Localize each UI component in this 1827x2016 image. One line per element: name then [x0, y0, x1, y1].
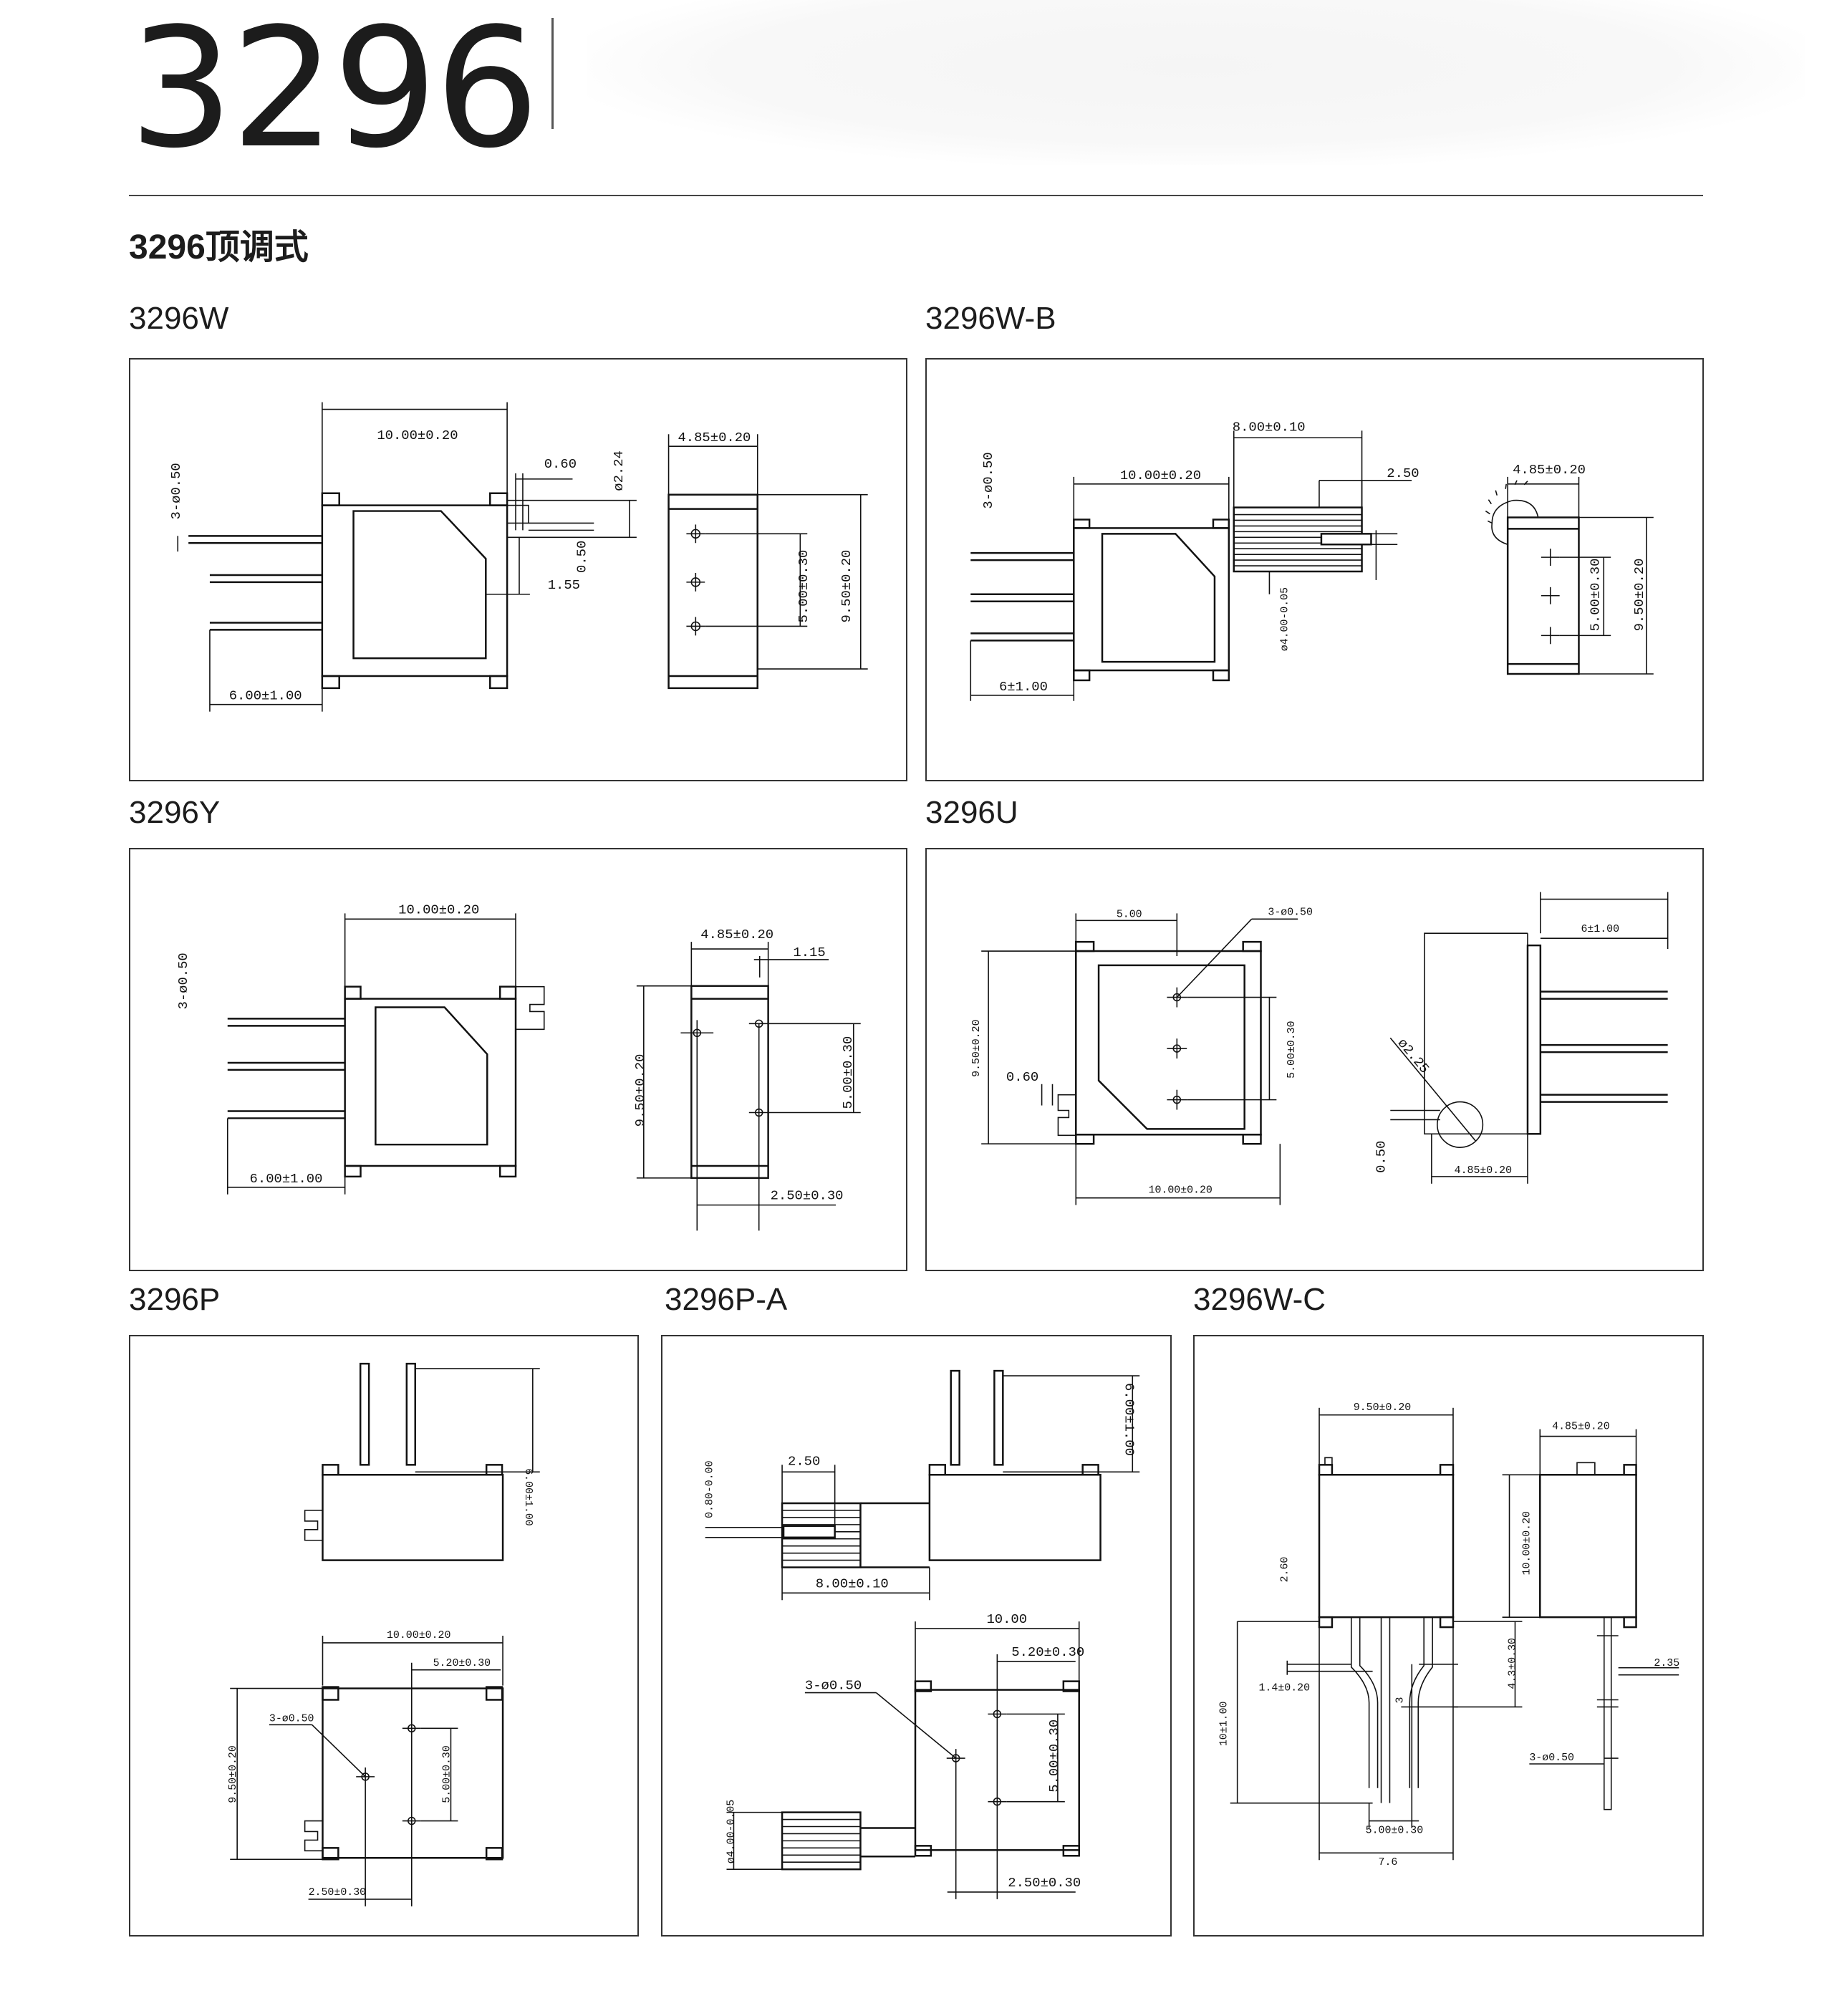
- background-smudge: [587, 0, 1805, 165]
- dim-wb-9: 9.50±0.20: [1631, 559, 1647, 632]
- drawing-3296u: 5.00 3-ø0.50 9.50±0.20 0.60 5.00±0.30 10…: [971, 892, 1669, 1205]
- dim-wb-7: 4.85±0.20: [1513, 462, 1586, 478]
- dim-p-5: 9.50±0.20: [228, 1745, 239, 1803]
- dim-u-9: 0.50: [1373, 1141, 1389, 1173]
- dim-wb-4: 3-ø0.50: [980, 452, 996, 508]
- label-3296y: 3296Y: [129, 795, 221, 830]
- dim-pa-1: 6.00±1.00: [1121, 1383, 1137, 1456]
- dim-pa-3: 0.80-0.00: [705, 1460, 716, 1518]
- dim-w-4: 3-ø0.50: [168, 463, 184, 519]
- dim-wc-3: 10.00±0.20: [1521, 1511, 1533, 1576]
- dim-u-4: 0.60: [1006, 1069, 1038, 1085]
- dim-w-8: 4.85±0.20: [678, 430, 751, 445]
- label-3296p: 3296P: [129, 1282, 221, 1317]
- dim-pa-9: ø4.00-0.05: [726, 1800, 737, 1863]
- panel-3296w: 10.00±0.20 0.60 ø2.24 3-ø0.50 0.50 1.55 …: [129, 358, 907, 781]
- panel-3296p-a: 6.00±1.00 2.50 0.80-0.00 8.00±0.10 10.00…: [661, 1335, 1172, 1937]
- dim-u-2: 3-ø0.50: [1268, 907, 1313, 918]
- dim-w-3: ø2.24: [611, 450, 627, 491]
- dim-w-9: 5.00±0.30: [796, 550, 811, 623]
- dim-wc-5: 1.4±0.20: [1258, 1683, 1310, 1694]
- dim-wc-11: 5.00±0.30: [1366, 1825, 1424, 1836]
- dim-pa-4: 8.00±0.10: [816, 1576, 889, 1591]
- dim-w-6: 1.55: [548, 577, 580, 593]
- panel-3296w-c: 9.50±0.20 4.85±0.20 10.00±0.20 2.60 1.4±…: [1193, 1335, 1704, 1937]
- dim-p-1: 6.00±1.00: [522, 1468, 534, 1526]
- dim-wc-12: 7.6: [1379, 1857, 1398, 1868]
- section-title: 3296顶调式: [129, 228, 309, 266]
- panel-3296u: 5.00 3-ø0.50 9.50±0.20 0.60 5.00±0.30 10…: [925, 848, 1704, 1271]
- dim-wb-5: ø4.00-0.05: [1279, 587, 1291, 651]
- dim-u-10: 4.85±0.20: [1455, 1165, 1512, 1177]
- dim-w-2: 0.60: [544, 456, 577, 472]
- dim-w-1: 10.00±0.20: [377, 428, 458, 443]
- dim-wc-9: 3: [1394, 1697, 1406, 1704]
- dim-y-7: 5.00±0.30: [840, 1036, 856, 1109]
- dim-u-7: 6±1.00: [1581, 924, 1619, 935]
- panel-3296p: 6.00±1.00 10.00±0.20 5.20±0.30 3-ø0.50 9…: [129, 1335, 639, 1937]
- dim-pa-10: 2.50±0.30: [1008, 1875, 1081, 1891]
- dim-wb-6: 6±1.00: [999, 679, 1048, 695]
- dim-y-5: 1.15: [793, 945, 825, 960]
- dim-w-10: 9.50±0.20: [839, 550, 854, 623]
- dim-wb-1: 8.00±0.10: [1233, 419, 1306, 435]
- dim-wc-7: 2.35: [1654, 1658, 1679, 1669]
- header-rule: [129, 195, 1703, 196]
- dim-wc-2: 4.85±0.20: [1552, 1422, 1610, 1433]
- dim-y-4: 4.85±0.20: [700, 927, 773, 942]
- panel-3296w-b: 8.00±0.10 10.00±0.20 2.50 3-ø0.50 ø4.00-…: [925, 358, 1704, 781]
- dim-pa-8: 5.00±0.30: [1046, 1720, 1062, 1793]
- page-title: 3296: [129, 0, 539, 185]
- drawing-3296w-c: 9.50±0.20 4.85±0.20 10.00±0.20 2.60 1.4±…: [1219, 1402, 1679, 1868]
- label-3296w-c: 3296W-C: [1193, 1282, 1326, 1317]
- label-3296w: 3296W: [129, 301, 229, 336]
- dim-y-2: 3-ø0.50: [175, 952, 191, 1009]
- title-divider: [551, 18, 554, 129]
- dim-y-8: 2.50±0.30: [771, 1188, 844, 1204]
- label-3296u: 3296U: [925, 795, 1018, 830]
- dim-u-8: ø2.25: [1394, 1036, 1432, 1076]
- dim-p-6: 5.00±0.30: [441, 1745, 453, 1803]
- dim-wb-3: 2.50: [1387, 466, 1419, 481]
- dim-p-4: 3-ø0.50: [269, 1713, 314, 1725]
- dim-p-3: 5.20±0.30: [433, 1658, 491, 1669]
- dim-u-3: 9.50±0.20: [971, 1019, 983, 1076]
- drawing-3296p-a: 6.00±1.00 2.50 0.80-0.00 8.00±0.10 10.00…: [705, 1369, 1140, 1899]
- dim-wc-1: 9.50±0.20: [1354, 1402, 1412, 1414]
- drawing-3296w-b: 8.00±0.10 10.00±0.20 2.50 3-ø0.50 ø4.00-…: [970, 419, 1654, 701]
- dim-y-1: 10.00±0.20: [398, 902, 479, 917]
- drawing-3296w: 10.00±0.20 0.60 ø2.24 3-ø0.50 0.50 1.55 …: [168, 402, 868, 712]
- dim-wc-10: 3-ø0.50: [1529, 1752, 1574, 1764]
- dim-wc-8: 10±1.00: [1219, 1701, 1230, 1746]
- label-3296w-b: 3296W-B: [925, 301, 1056, 336]
- drawing-3296y: 10.00±0.20 3-ø0.50 6.00±1.00 4.85±0.20 1…: [175, 902, 861, 1231]
- dim-wc-6: 4.3±0.30: [1507, 1638, 1518, 1689]
- dim-wc-4: 2.60: [1279, 1557, 1291, 1583]
- dim-y-3: 6.00±1.00: [250, 1171, 323, 1187]
- dim-w-7: 6.00±1.00: [229, 688, 302, 704]
- dim-u-5: 5.00±0.30: [1286, 1021, 1298, 1078]
- dim-p-7: 2.50±0.30: [309, 1887, 367, 1899]
- dim-pa-2: 2.50: [788, 1453, 820, 1469]
- panel-3296y: 10.00±0.20 3-ø0.50 6.00±1.00 4.85±0.20 1…: [129, 848, 907, 1271]
- dim-wb-2: 10.00±0.20: [1120, 468, 1201, 483]
- dim-pa-7: 3-ø0.50: [805, 1678, 862, 1694]
- label-3296p-a: 3296P-A: [665, 1282, 788, 1317]
- dim-u-6: 10.00±0.20: [1149, 1185, 1213, 1197]
- dim-y-6: 9.50±0.20: [632, 1054, 648, 1127]
- dim-p-2: 10.00±0.20: [387, 1630, 451, 1641]
- drawing-3296p: 6.00±1.00 10.00±0.20 5.20±0.30 3-ø0.50 9…: [228, 1362, 540, 1906]
- dim-wb-8: 5.00±0.30: [1587, 559, 1603, 632]
- dim-u-1: 5.00: [1117, 909, 1142, 920]
- dim-pa-6: 5.20±0.30: [1011, 1644, 1084, 1660]
- dim-pa-5: 10.00: [986, 1611, 1027, 1627]
- dim-w-5: 0.50: [574, 541, 589, 573]
